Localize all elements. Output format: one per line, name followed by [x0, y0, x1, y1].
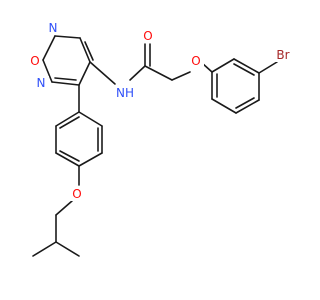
bond [42, 35, 56, 61]
amide-nh-label: NH [113, 86, 137, 100]
ether-oxygen-left-label: O [69, 187, 85, 201]
bond [89, 61, 116, 85]
bond [54, 35, 81, 39]
bond [59, 150, 80, 162]
bond [211, 58, 235, 73]
bond [78, 152, 103, 167]
atom-n: N [49, 21, 58, 35]
ring-nitrogen-left-label: N [33, 76, 49, 90]
bond [42, 59, 53, 83]
atom-o: O [191, 54, 200, 68]
bond [78, 111, 103, 127]
ether-oxygen-right-label: O [188, 54, 204, 68]
bond [55, 152, 80, 167]
bond [54, 77, 77, 81]
atom-br: Br [276, 48, 289, 62]
bond-layer [32, 35, 278, 257]
bromine-label: Br [272, 48, 294, 62]
bond [59, 116, 80, 129]
bond [258, 61, 278, 74]
bond [233, 58, 260, 74]
bond [55, 200, 73, 216]
bond [55, 111, 80, 127]
ring-nitrogen-top-label: N [45, 21, 61, 35]
bond [171, 71, 191, 81]
ring-oxygen-label: O [26, 54, 42, 68]
atom-nh: NH [116, 86, 134, 100]
bond [233, 63, 255, 76]
bond [79, 37, 91, 63]
bond [129, 65, 146, 81]
atom-o: O [143, 29, 152, 43]
bond [235, 97, 255, 109]
atom-label-layer: O N N NH O O Br O [26, 21, 294, 201]
molecule-diagram: O N N NH O O Br O [26, 21, 294, 257]
bond [235, 99, 260, 114]
bond [55, 241, 80, 257]
molecule-structure: O N N NH O O Br O [26, 21, 294, 257]
bond [32, 241, 57, 257]
carbonyl-oxygen-label: O [140, 29, 156, 43]
atom-o: O [72, 187, 81, 201]
bond [78, 61, 91, 86]
atom-o: O [30, 54, 39, 68]
bond [211, 98, 237, 114]
bond [84, 41, 94, 61]
bond [144, 65, 173, 81]
atom-n: N [37, 76, 46, 90]
bond [51, 81, 80, 86]
